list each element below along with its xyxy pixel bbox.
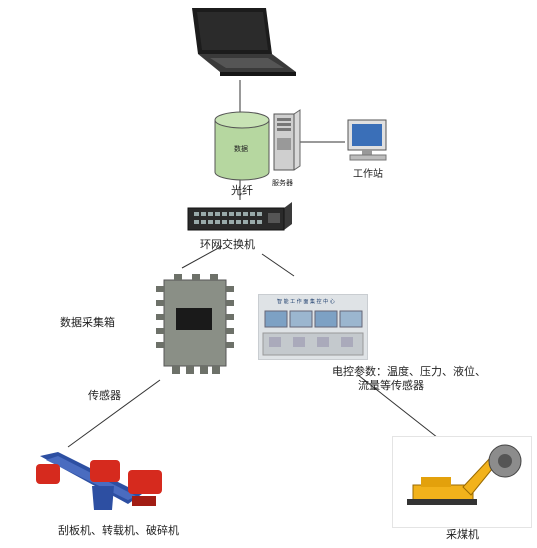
switch-label: 环网交换机	[200, 238, 255, 251]
control-center-image: 智 能 工 作 面 集 控 中 心	[258, 294, 368, 360]
shearer-image	[392, 436, 532, 528]
server-icon	[272, 108, 302, 172]
server-label: 服务器	[272, 179, 293, 187]
laptop-icon	[192, 8, 296, 76]
shearer-label: 采煤机	[446, 528, 479, 541]
scraper-conveyor-image	[32, 446, 170, 520]
switch-icon	[184, 200, 296, 234]
sensor-label: 传感器	[88, 389, 121, 402]
fiber-label: 光纤	[231, 184, 253, 197]
data-box-image	[152, 272, 236, 378]
database-label: 数据	[234, 145, 248, 153]
scraper-label: 刮板机、转载机、破碎机	[58, 524, 179, 537]
control-params-line2: 流量等传感器	[358, 379, 424, 392]
control-params-line1: 电控参数：温度、压力、液位、	[332, 365, 486, 378]
data-box-label: 数据采集箱	[60, 316, 115, 329]
laptop-image	[180, 4, 298, 80]
database-icon: 数据	[213, 110, 271, 182]
workstation-icon	[346, 118, 390, 162]
control-center-title: 智 能 工 作 面 集 控 中 心	[277, 299, 335, 305]
workstation-label: 工作站	[353, 169, 383, 180]
